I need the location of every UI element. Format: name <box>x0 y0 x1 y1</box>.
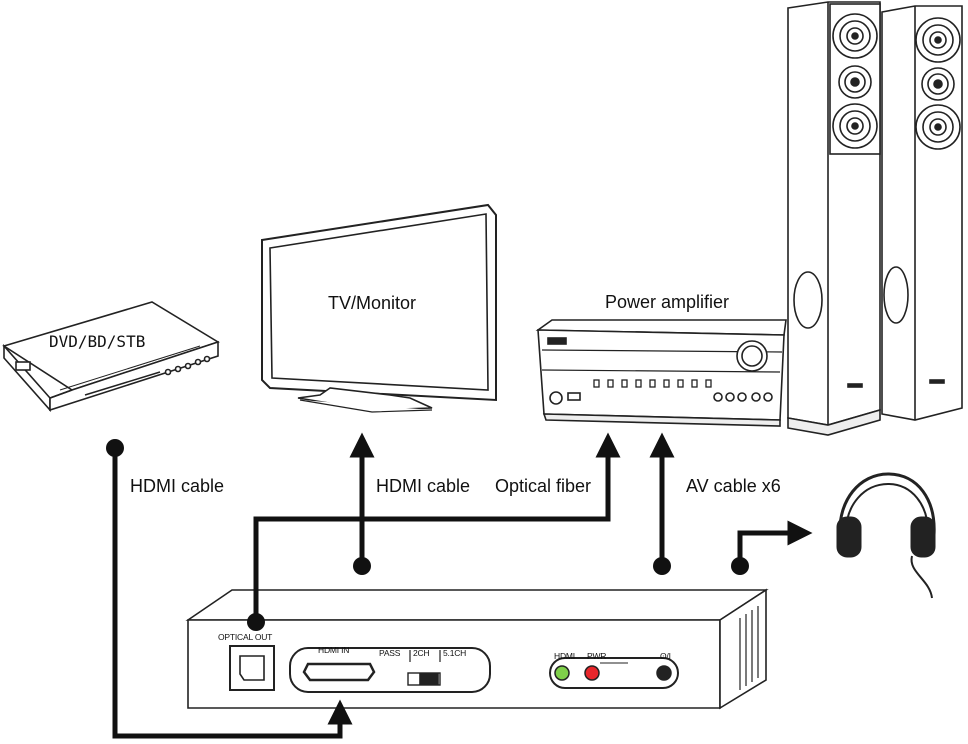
dvd-player-device <box>2 301 220 413</box>
power-button[interactable] <box>656 665 672 681</box>
51ch-label: 5.1CH <box>443 648 467 658</box>
optical-line <box>253 432 621 622</box>
optical-fiber-label: Optical fiber <box>495 476 592 496</box>
tv-label: TV/Monitor <box>328 293 417 313</box>
hdmi-in-port[interactable] <box>302 662 376 682</box>
audio-extractor-box <box>185 588 769 710</box>
speaker-right <box>881 5 963 421</box>
speaker-left <box>787 1 881 436</box>
tv-monitor-device <box>261 203 497 413</box>
optical-out-label: OPTICAL OUT <box>218 632 273 642</box>
pass-label: PASS <box>379 648 401 658</box>
connection-dots <box>106 439 749 631</box>
2ch-label: 2CH <box>413 648 430 658</box>
amplifier-label: Power amplifier <box>605 292 730 312</box>
hdmi-led <box>554 665 570 681</box>
av-cable-label: AV cable x6 <box>686 476 781 496</box>
headphone-line <box>737 520 813 566</box>
pwr-led <box>584 665 600 681</box>
connection-lines <box>112 432 813 739</box>
hdmi-in-label: HDMI IN <box>318 645 350 655</box>
power-symbol-label: ʘ/I <box>660 651 671 661</box>
power-amplifier-device <box>535 319 787 427</box>
hdmi-cable-output-label: HDMI cable <box>376 476 471 496</box>
headphones-icon <box>836 472 936 599</box>
pwr-indicator-label: PWR <box>587 651 607 661</box>
hdmi-indicator-label: HDMI <box>554 651 575 661</box>
dvd-label: DVD/BD/STB <box>49 332 146 351</box>
hdmi-cable-input-label: HDMI cable <box>130 476 225 496</box>
hdmi-input-line <box>112 448 353 739</box>
